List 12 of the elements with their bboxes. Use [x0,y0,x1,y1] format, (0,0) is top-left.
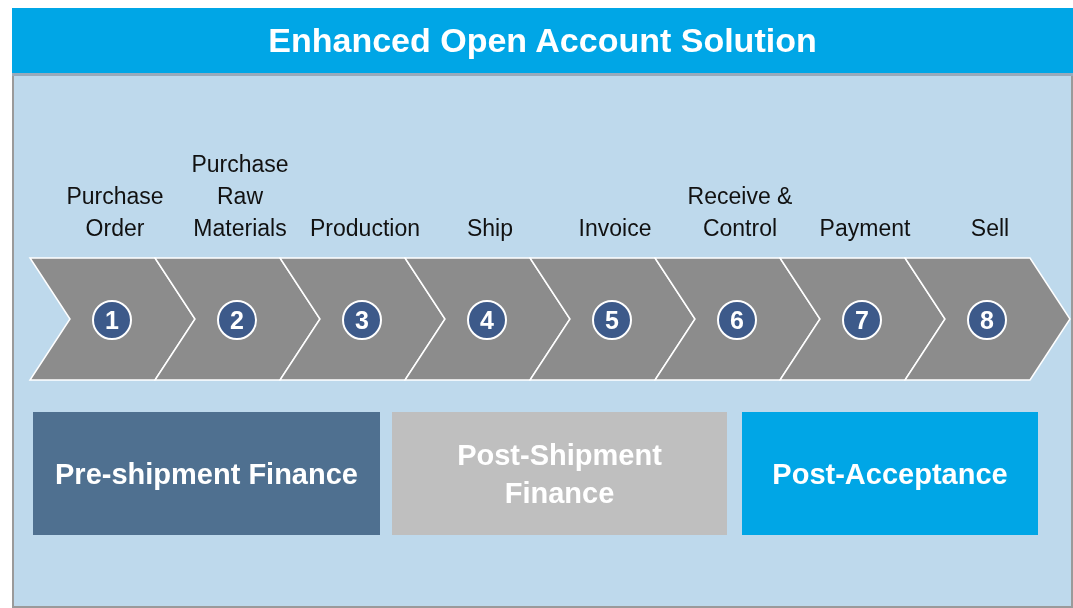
finance-stage-box: Post-Shipment Finance [392,412,727,535]
step-label: Payment [819,214,911,243]
step-label: Purchase Order [65,182,165,243]
step-label: Purchase Raw Materials [190,150,290,243]
title-banner: Enhanced Open Account Solution [12,8,1073,76]
step-label: Sell [970,214,1010,243]
step-label: Receive & Control [686,182,794,243]
finance-stage-box: Pre-shipment Finance [33,412,380,535]
step-label: Production [310,214,420,243]
finance-stage-box: Post-Acceptance [742,412,1038,535]
step-label: Ship [466,214,513,243]
step-label: Invoice [578,214,652,243]
